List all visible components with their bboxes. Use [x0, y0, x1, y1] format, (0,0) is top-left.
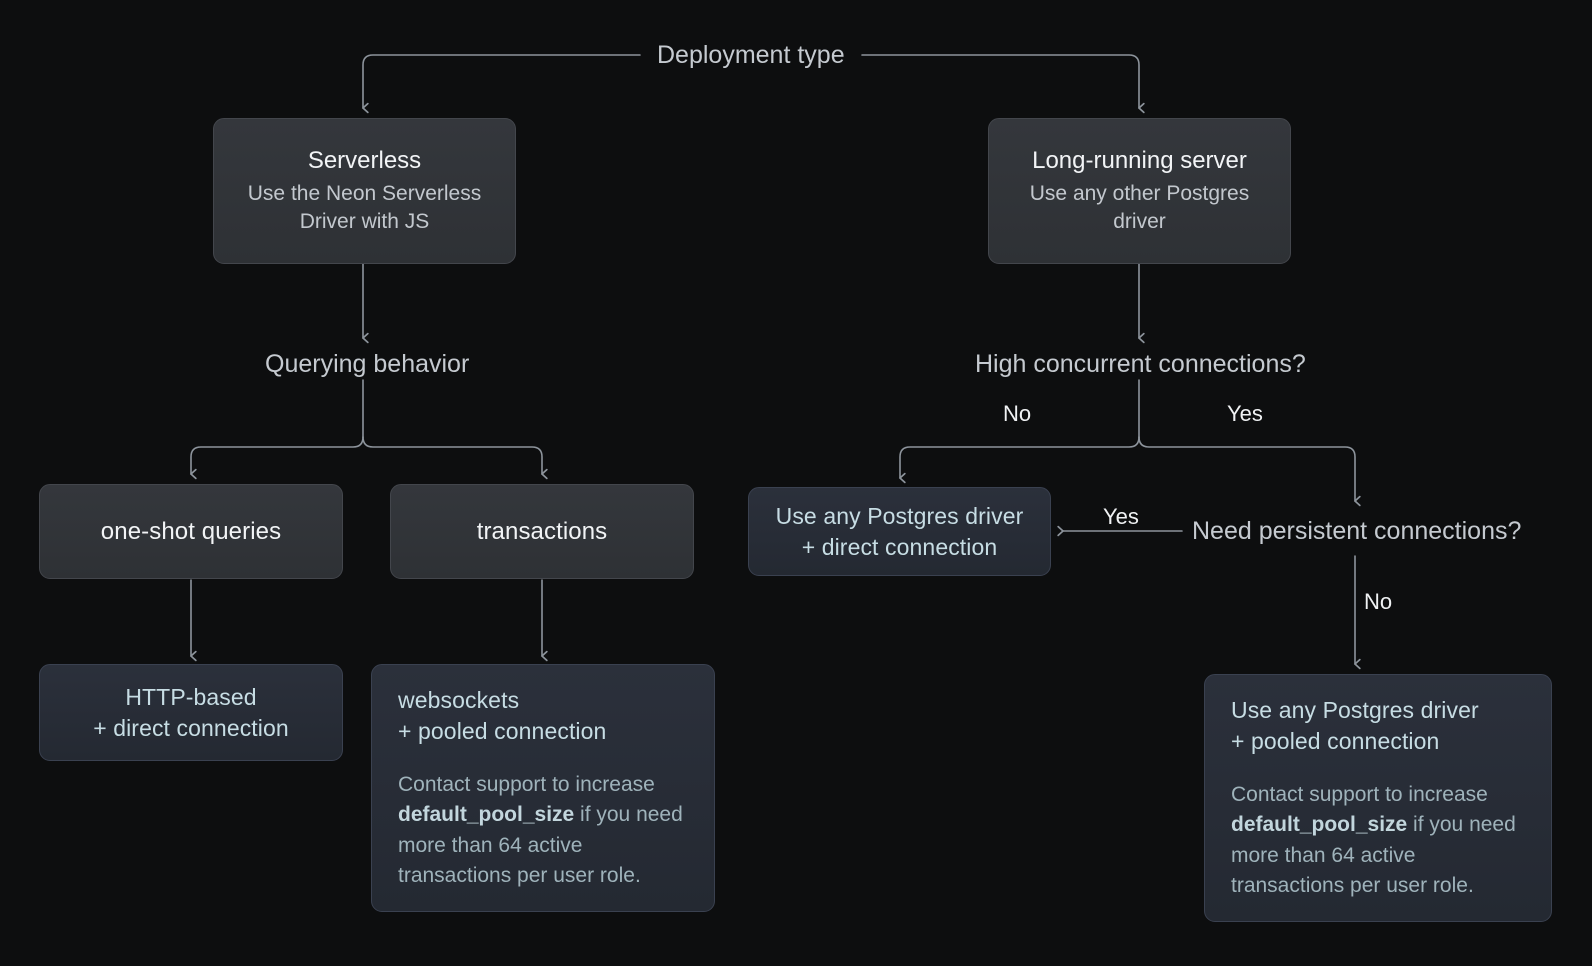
- node-long-running-title: Long-running server: [1032, 146, 1247, 174]
- node-long-running-subtitle: Use any other Postgres driver: [1029, 181, 1250, 233]
- node-websockets-body: Contact support to increase default_pool…: [372, 770, 714, 891]
- node-serverless-subtitle: Use the Neon Serverless Driver with JS: [247, 181, 482, 233]
- node-http-based-line1: HTTP-based: [125, 683, 257, 710]
- node-direct-connection-driver[interactable]: Use any Postgres driver + direct connect…: [748, 487, 1051, 576]
- node-long-running-server[interactable]: Long-running server Use any other Postgr…: [988, 118, 1291, 264]
- decision-need-persistent-connections: Need persistent connections?: [1192, 517, 1522, 545]
- node-pooled-driver-body: Contact support to increase default_pool…: [1205, 780, 1551, 901]
- edge-label-concurrent-yes: Yes: [1227, 401, 1263, 426]
- node-pooled-driver-body-before: Contact support to increase: [1231, 783, 1488, 807]
- node-serverless[interactable]: Serverless Use the Neon Serverless Drive…: [213, 118, 516, 264]
- node-websockets-body-code: default_pool_size: [398, 803, 575, 827]
- node-websockets[interactable]: websockets + pooled connection Contact s…: [371, 664, 715, 912]
- decision-high-concurrent-connections: High concurrent connections?: [975, 350, 1306, 378]
- edge-label-persistent-yes: Yes: [1103, 504, 1139, 529]
- node-transactions-title: transactions: [476, 517, 608, 545]
- node-pooled-driver-line1: Use any Postgres driver: [1231, 696, 1479, 723]
- node-pooled-connection-driver[interactable]: Use any Postgres driver + pooled connect…: [1204, 674, 1552, 922]
- edge-label-concurrent-no: No: [1003, 401, 1032, 426]
- node-websockets-line1: websockets: [398, 686, 520, 713]
- node-transactions[interactable]: transactions: [390, 484, 694, 579]
- node-direct-connection-line1: Use any Postgres driver: [775, 502, 1024, 529]
- root-label-deployment-type: Deployment type: [657, 41, 845, 69]
- node-direct-connection-line2: + direct connection: [801, 533, 998, 560]
- decision-querying-behavior: Querying behavior: [265, 350, 470, 378]
- node-http-based-line2: + direct connection: [93, 714, 289, 741]
- node-websockets-body-after: if you need more than 64 active transact…: [398, 803, 683, 887]
- node-one-shot-queries-title: one-shot queries: [100, 517, 282, 545]
- node-pooled-driver-line2: + pooled connection: [1231, 727, 1440, 754]
- node-websockets-body-before: Contact support to increase: [398, 773, 655, 797]
- edge-label-persistent-no: No: [1364, 589, 1393, 614]
- node-pooled-driver-body-code: default_pool_size: [1231, 813, 1408, 837]
- node-serverless-title: Serverless: [307, 146, 422, 174]
- node-http-based[interactable]: HTTP-based + direct connection: [39, 664, 343, 761]
- node-websockets-line2: + pooled connection: [398, 717, 607, 744]
- node-one-shot-queries[interactable]: one-shot queries: [39, 484, 343, 579]
- node-pooled-driver-body-after: if you need more than 64 active transact…: [1231, 813, 1516, 897]
